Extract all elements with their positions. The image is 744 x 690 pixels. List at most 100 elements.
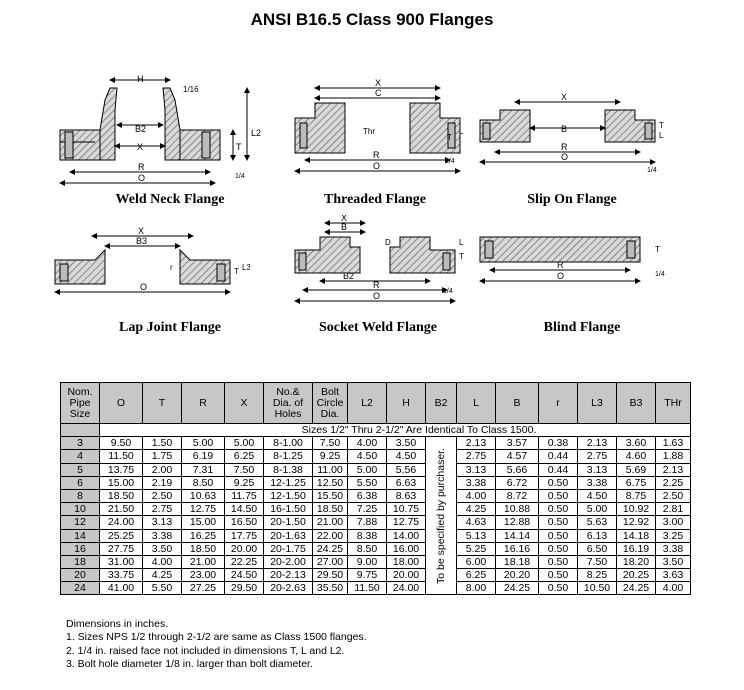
dimensions-table: Nom. Pipe Size O T R X No.& Dia. of Hole…: [60, 382, 691, 596]
table-cell: 35.50: [312, 581, 348, 596]
table-cell: 20.00: [386, 568, 426, 583]
table-cell: 0.50: [538, 475, 578, 490]
t-label: T: [659, 121, 664, 130]
col-header: Nom. Pipe Size: [60, 382, 100, 424]
table-cell: 10.88: [495, 502, 539, 517]
b2-label: B2: [343, 271, 354, 281]
table-cell: 20.20: [495, 568, 539, 583]
b-label: B: [561, 124, 567, 134]
table-cell: 41.00: [99, 581, 143, 596]
col-header: X: [224, 382, 264, 424]
table-cell: 6.63: [386, 475, 426, 490]
col-header: r: [538, 382, 578, 424]
thr-label: Thr: [363, 127, 375, 136]
col-header: L2: [347, 382, 387, 424]
table-cell: 15.00: [181, 515, 225, 530]
col-header: T: [142, 382, 182, 424]
table-cell: 6.25: [224, 449, 264, 464]
t-label: T: [236, 142, 242, 152]
table-cell: 14.14: [495, 528, 539, 543]
o-label: O: [373, 161, 380, 171]
quarter-label: 1/4: [443, 288, 453, 295]
table-header-row: Nom. Pipe Size O T R X No.& Dia. of Hole…: [60, 382, 691, 424]
t-label: T: [459, 252, 464, 261]
size-cell: 14: [60, 528, 100, 543]
size-cell: 10: [60, 502, 100, 517]
table-cell: 14.50: [224, 502, 264, 517]
l-label: L: [459, 238, 464, 247]
table-cell: 4.50: [386, 449, 426, 464]
table-cell: 2.25: [655, 475, 691, 490]
socket-weld-flange-diagram: X B D B2 R O T L 1/4: [294, 215, 464, 304]
table-cell: 15.00: [99, 475, 143, 490]
table-cell: 21.00: [312, 515, 348, 530]
table-cell: 7.25: [347, 502, 387, 517]
table-cell: 20.00: [224, 541, 264, 556]
table-cell: 18.20: [616, 554, 656, 570]
table-cell: 2.13: [456, 436, 496, 451]
r-label: r: [170, 263, 173, 272]
table-cell: 18.50: [312, 502, 348, 517]
table-cell: 6.25: [456, 568, 496, 583]
slip-on-flange-diagram: X B R O T L 1/4: [479, 92, 664, 174]
weld-neck-flange-diagram: B2 X H 1/16 R O L2 T 1/4: [59, 74, 261, 186]
table-cell: 2.19: [142, 475, 182, 490]
table-cell: 5.25: [456, 541, 496, 556]
table-cell: 7.50: [312, 436, 348, 451]
table-cell: 3.60: [616, 436, 656, 451]
table-cell: 5.66: [495, 462, 539, 477]
table-cell: 3.50: [386, 436, 426, 451]
table-cell: 8-1.00: [263, 436, 313, 451]
r-label: R: [138, 162, 145, 172]
table-cell: 3.13: [142, 515, 182, 530]
table-cell: 12.75: [386, 515, 426, 530]
raised-face-label: 1/16: [183, 85, 199, 94]
col-header: Bolt Circle Dia.: [312, 382, 348, 424]
table-cell: 7.88: [347, 515, 387, 530]
table-cell: 2.50: [142, 488, 182, 504]
table-cell: 8.72: [495, 488, 539, 504]
table-cell: 13.75: [99, 462, 143, 477]
table-cell: 27.25: [181, 581, 225, 596]
table-cell: 3.38: [655, 541, 691, 556]
t-label: T: [447, 133, 452, 142]
table-cell: 9.25: [312, 449, 348, 464]
o-label: O: [138, 173, 145, 183]
table-cell: 3.13: [456, 462, 496, 477]
table-cell: 24.50: [224, 568, 264, 583]
page-title: ANSI B16.5 Class 900 Flanges: [250, 10, 494, 29]
size-cell: 16: [60, 541, 100, 556]
table-cell: 4.50: [577, 488, 617, 504]
table-cell: 8.00: [456, 581, 496, 596]
threaded-caption: Threaded Flange: [323, 192, 427, 207]
table-cell: 0.50: [538, 515, 578, 530]
col-header: B2: [425, 382, 457, 424]
table-cell: 7.50: [577, 554, 617, 570]
quarter-label: 1/4: [235, 173, 245, 180]
table-cell: 18.18: [495, 554, 539, 570]
table-cell: 6.13: [577, 528, 617, 543]
table-cell: 5.69: [616, 462, 656, 477]
table-cell: 2.81: [655, 502, 691, 517]
table-cell: 2.75: [577, 449, 617, 464]
size-cell: 18: [60, 554, 100, 570]
table-cell: 24.25: [312, 541, 348, 556]
table-note: Sizes 1/2" Thru 2-1/2" Are Identical To …: [99, 422, 691, 438]
table-cell: 6.38: [347, 488, 387, 504]
blind-caption: Blind Flange: [543, 320, 621, 335]
socket-weld-caption: Socket Weld Flange: [319, 320, 437, 335]
size-cell: 20: [60, 568, 100, 583]
l-label: L: [659, 131, 664, 140]
table-cell: 20-2.13: [263, 568, 313, 583]
table-cell: 11.50: [99, 449, 143, 464]
table-cell: 16.16: [495, 541, 539, 556]
table-cell: 24.25: [495, 581, 539, 596]
table-cell: 5.00: [224, 436, 264, 451]
table-cell: 3.00: [655, 515, 691, 530]
table-cell: 4.25: [456, 502, 496, 517]
table-cell: 16.19: [616, 541, 656, 556]
table-cell: 10.50: [577, 581, 617, 596]
